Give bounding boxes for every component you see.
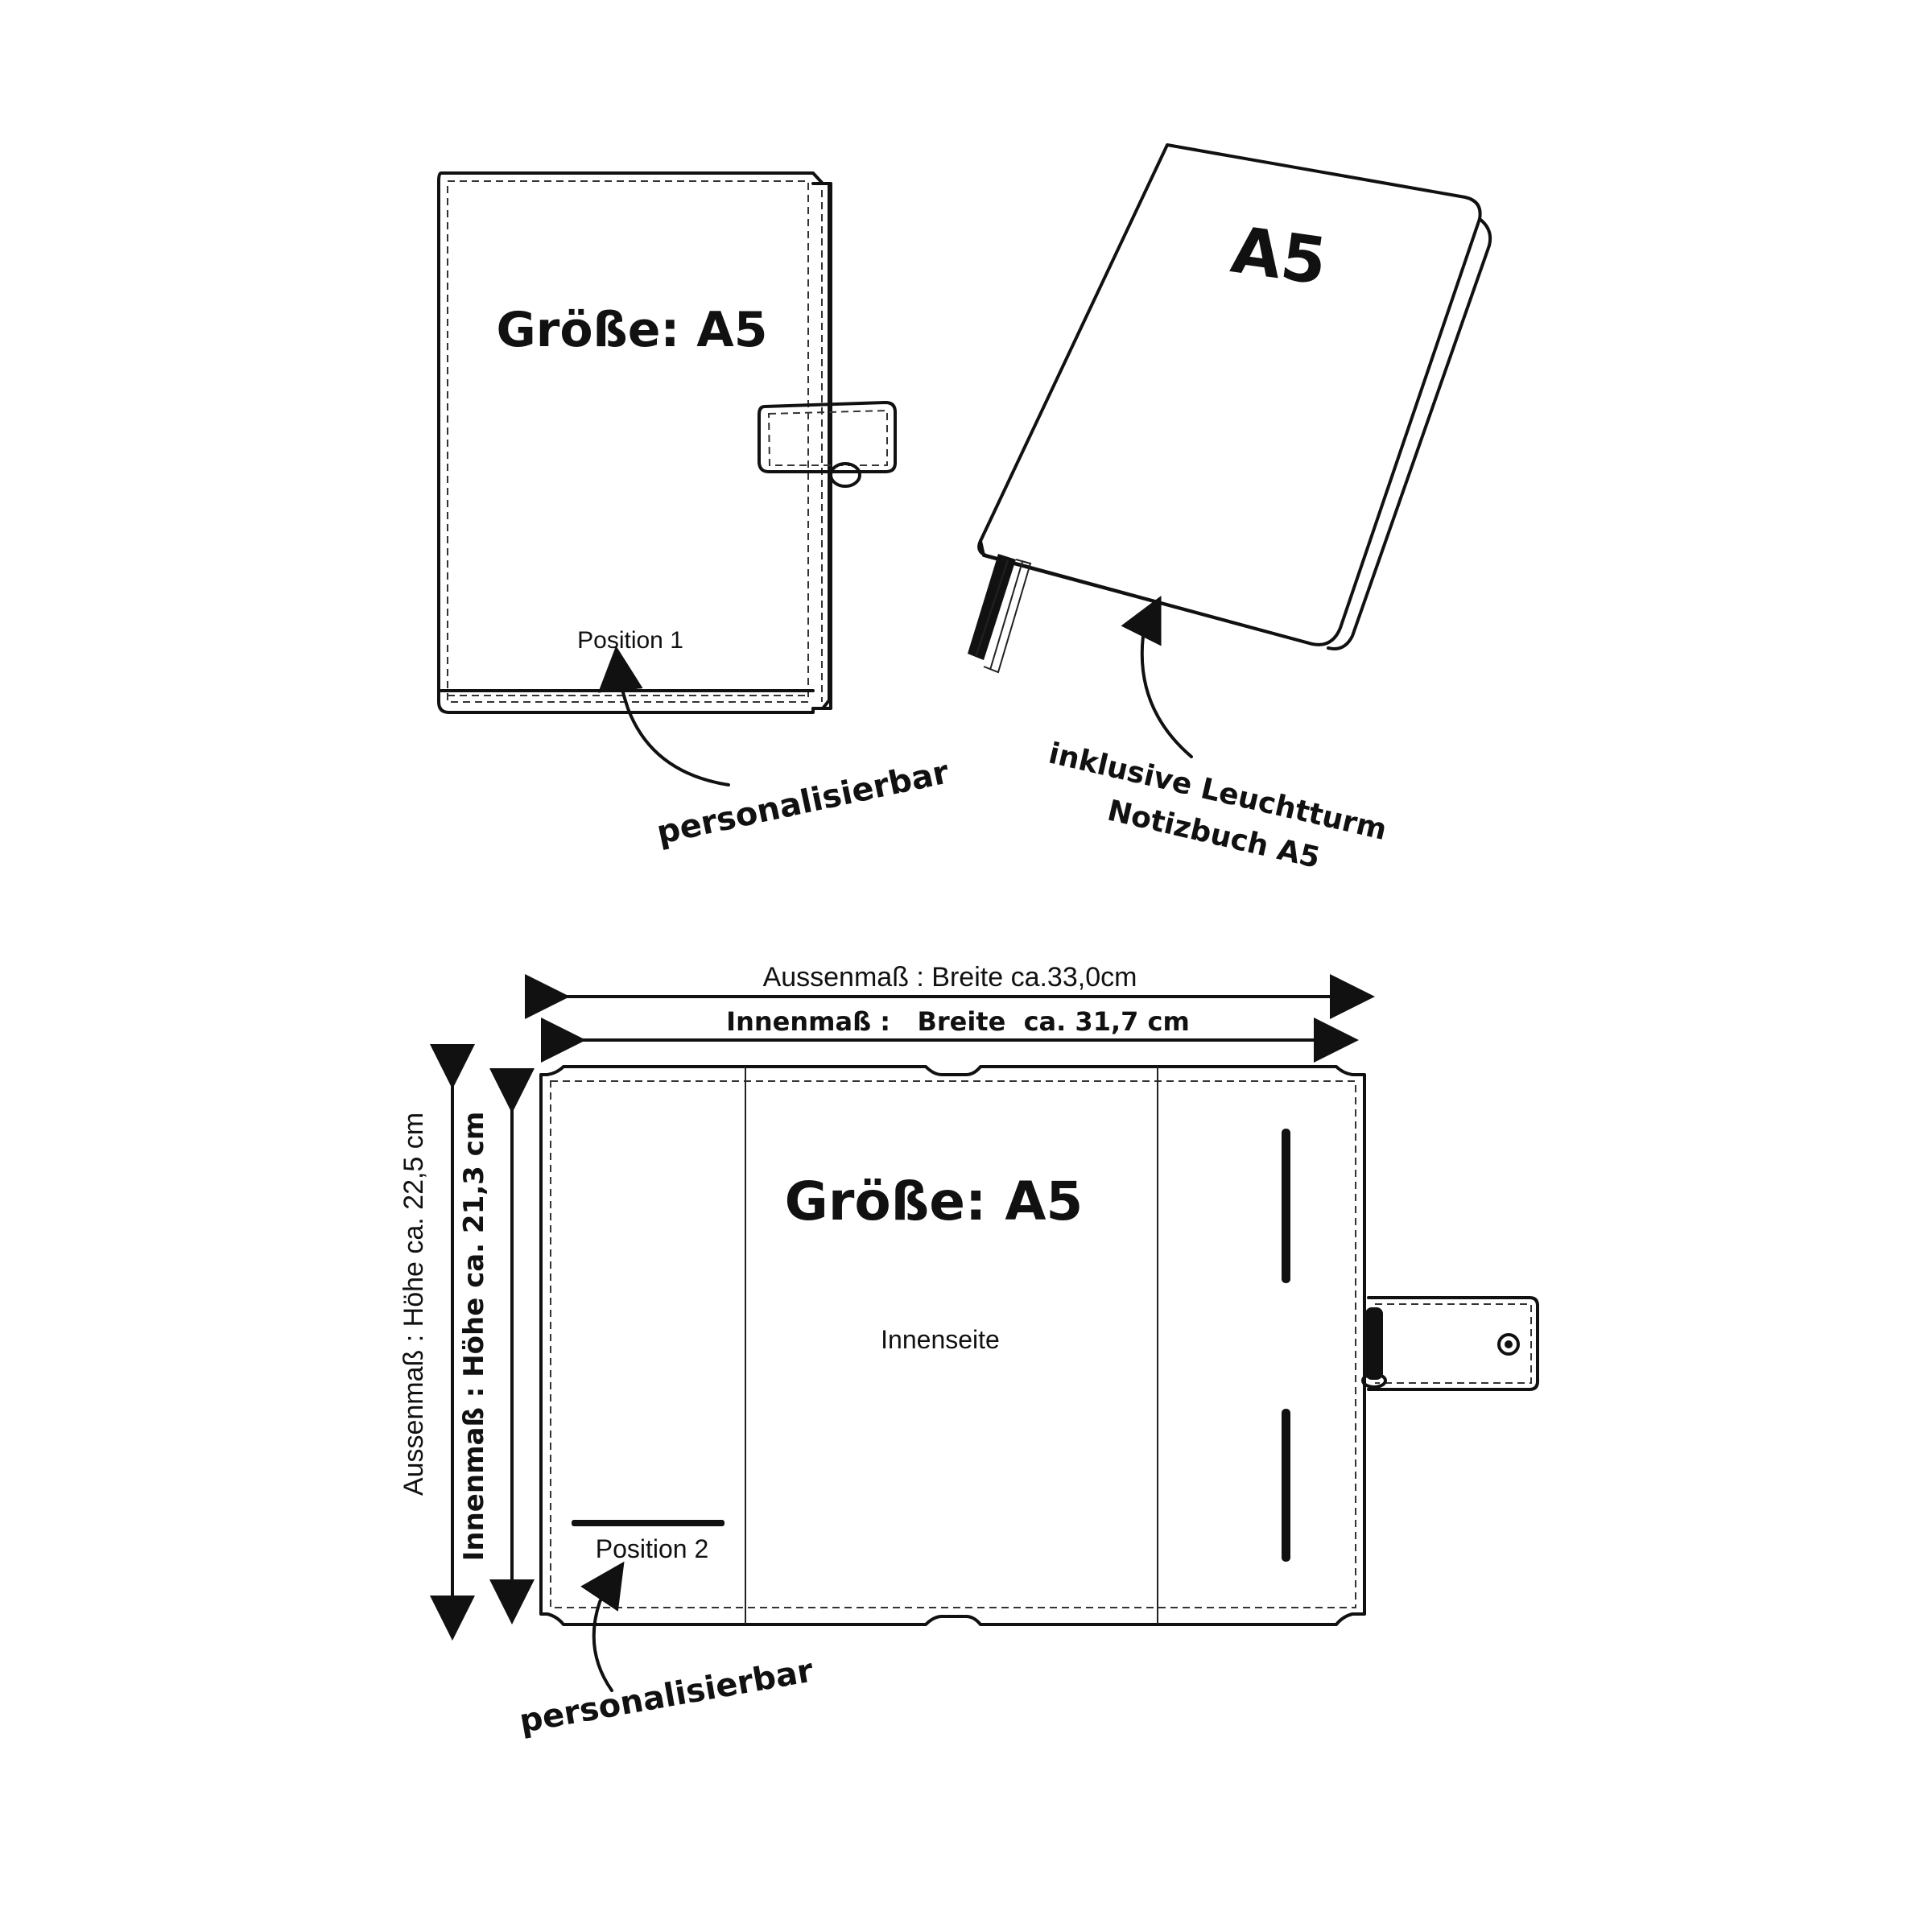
inner-width-label: Innenmaß : Breite ca. 31,7 cm — [726, 1006, 1190, 1037]
inner-height-label: Innenmaß : Höhe ca. 21,3 cm — [458, 1112, 490, 1562]
closed-cover-callout: personalisierbar — [654, 753, 952, 852]
notebook-cover-label: A5 — [1227, 213, 1331, 299]
unfolded-size-label: Größe: A5 — [785, 1170, 1084, 1232]
inner-side-label: Innenseite — [881, 1325, 1000, 1354]
outer-height-label: Aussenmaß : Höhe ca. 22,5 cm — [398, 1113, 429, 1496]
unfolded-callout: personalisierbar — [517, 1652, 816, 1740]
closed-cover-size-label: Größe: A5 — [497, 302, 768, 358]
outer-width-label: Aussenmaß : Breite ca.33,0cm — [763, 962, 1137, 993]
position-2-arrow — [580, 1561, 625, 1692]
position-1-label: Position 1 — [577, 627, 683, 654]
position-1-arrow — [597, 646, 730, 786]
unfolded-cover-drawing — [539, 1065, 1539, 1626]
notebook-arrow — [1121, 595, 1193, 758]
notebook-drawing — [968, 143, 1492, 674]
position-2-label: Position 2 — [596, 1534, 709, 1563]
